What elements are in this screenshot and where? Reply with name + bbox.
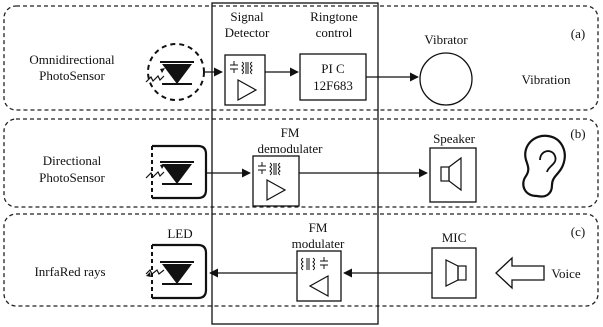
signal-detector-block xyxy=(224,54,266,106)
row-a-source-label-1: Omnidirectional xyxy=(29,52,115,67)
speaker-icon xyxy=(429,147,477,203)
pic-label-1: PI C xyxy=(321,61,344,76)
pic-block xyxy=(299,53,367,101)
row-c-tag: (c) xyxy=(571,224,585,239)
ringtone-control-title-2: control xyxy=(316,25,353,40)
vibration-label: Vibration xyxy=(521,72,571,87)
directional-photosensor xyxy=(145,144,208,200)
fm-demod-title-1: FM xyxy=(281,125,300,140)
led-title: LED xyxy=(167,226,192,241)
signal-detector-title-2: Detector xyxy=(225,25,270,40)
row-a-tag: (a) xyxy=(571,26,585,41)
mic-icon xyxy=(431,247,477,299)
row-b-source-label-2: PhotoSensor xyxy=(39,170,105,185)
led-emitter xyxy=(145,243,208,300)
row-b-tag: (b) xyxy=(570,126,585,141)
fm-mod-title-2: modulater xyxy=(292,236,345,251)
row-c-container xyxy=(3,213,599,307)
row-b-source-label-1: Directional xyxy=(43,153,102,168)
mic-title: MIC xyxy=(442,230,467,245)
ringtone-control-title-1: Ringtone xyxy=(310,9,358,24)
row-a-source-label-2: PhotoSensor xyxy=(39,68,105,83)
fm-modulater-block xyxy=(296,250,342,302)
voice-label: Voice xyxy=(551,266,581,281)
fm-demodulater-block xyxy=(252,155,300,207)
ear-icon xyxy=(522,134,566,198)
fm-demod-title-2: demodulater xyxy=(258,141,324,156)
voice-arrow-icon xyxy=(495,256,545,290)
omnidirectional-photosensor xyxy=(145,43,205,101)
speaker-title: Speaker xyxy=(433,131,476,146)
vibrator-title: Vibrator xyxy=(424,32,468,47)
signal-detector-title-1: Signal xyxy=(230,9,264,24)
device-module-frame xyxy=(211,2,379,325)
vibrator-circle xyxy=(419,52,473,106)
pic-label-2: 12F683 xyxy=(313,78,353,93)
infrared-rays-label: InrfaRed rays xyxy=(34,264,105,279)
row-a-container xyxy=(3,5,599,111)
fm-mod-title-1: FM xyxy=(309,220,328,235)
